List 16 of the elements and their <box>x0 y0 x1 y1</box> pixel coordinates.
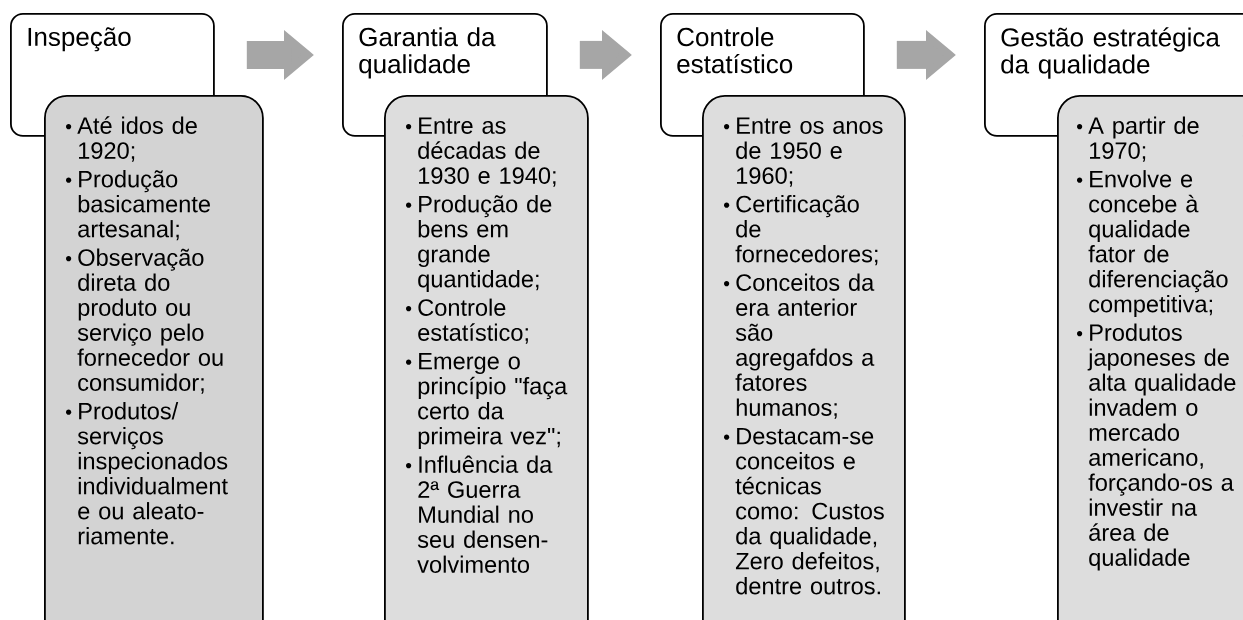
content-box <box>44 95 264 620</box>
bullet-item: Conceitos da era anterior são agregafdos a fatores humanos; <box>735 273 875 419</box>
content-box <box>384 95 589 620</box>
bullet-item: Observação direta do produto ou serviço pelo fornecedor ou consumidor; <box>77 248 223 394</box>
bullet-item: Destacam-se conceitos e técnicas como: Custos da qualidade, Zero defeitos, dentre outros. <box>735 427 884 595</box>
bullet-item: Influência da 2ª Guerra Mundial no seu densen- volvimento <box>417 455 553 573</box>
bullet-item: Emerge o princípio "faça certo da primeira vez"; <box>418 352 568 450</box>
bullet-item: Produtos japoneses de alta qualidade invadem o mercado americano, forçando-os a investir na área de qualidade <box>1087 323 1236 571</box>
bullet-item: Produção basicamente artesanal; <box>78 170 210 241</box>
bullet-item: Certificação de fornecedores; <box>735 195 878 266</box>
bullet-item: Produtos/ serviços inspecionados individualment e ou aleato- riamente. <box>77 402 228 545</box>
content-box <box>702 95 906 620</box>
bullet-item: Controle estatístico; <box>418 298 528 344</box>
bullet-item: Produção de bens em grande quantidade; <box>418 195 552 293</box>
bullet-item: Envolve e concebe à qualidade fator de diferenciação competitiva; <box>1088 170 1228 318</box>
content-box <box>1057 95 1243 620</box>
